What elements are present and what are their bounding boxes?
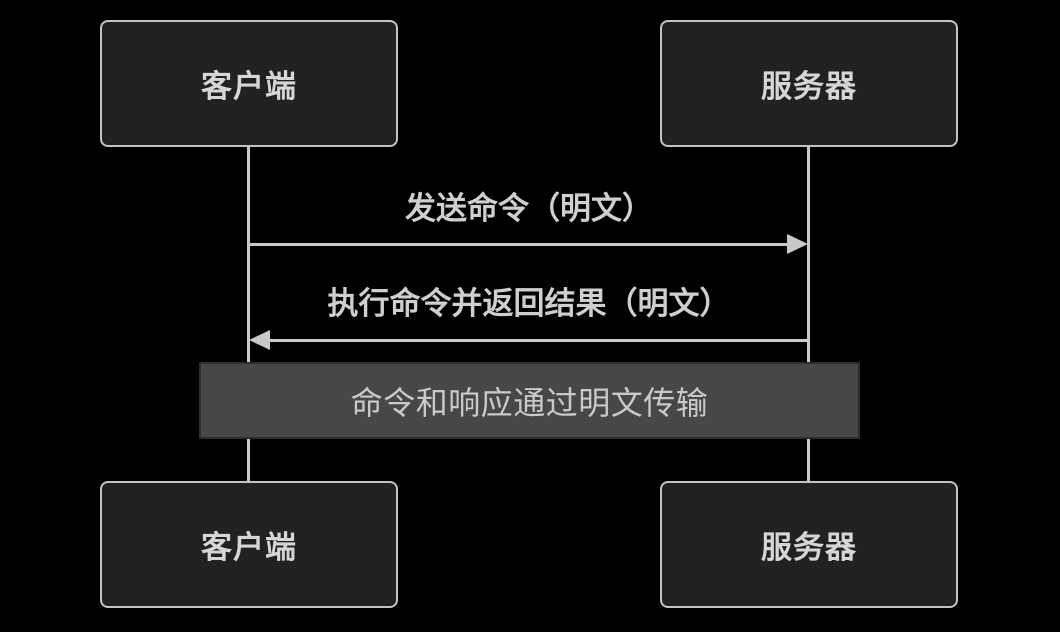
message-1-label: 发送命令（明文） [405,191,653,226]
message-1-line [250,243,790,246]
actor-box-client-top: 客户端 [100,20,398,147]
actor-box-server-top: 服务器 [660,20,958,147]
lifeline-server [807,147,810,481]
lifeline-client [247,147,250,481]
note-plaintext-transmission: 命令和响应通过明文传输 [199,362,860,439]
arrowhead-left-icon [249,330,270,350]
message-2-label: 执行命令并返回结果（明文） [327,286,731,321]
actor-box-client-bottom: 客户端 [100,481,398,608]
message-2-line [269,339,808,342]
arrowhead-right-icon [787,234,808,254]
actor-box-server-bottom: 服务器 [660,481,958,608]
